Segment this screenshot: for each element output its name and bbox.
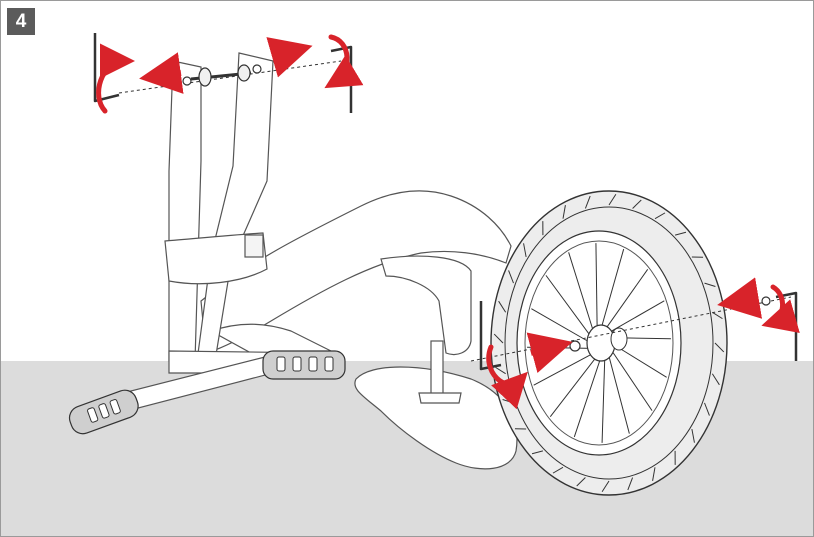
spoke (601, 355, 606, 443)
spoke (600, 248, 625, 330)
tread-mark (632, 199, 642, 209)
spoke (531, 308, 592, 344)
spoke (549, 355, 598, 417)
tread-mark (493, 333, 504, 344)
spoke (595, 243, 598, 331)
tread-mark (608, 193, 617, 206)
spoke (568, 252, 595, 334)
tread-mark (523, 243, 527, 258)
tread-mark (714, 342, 725, 353)
spoke (604, 269, 649, 331)
tread-mark (601, 480, 610, 493)
tire-treads (493, 193, 725, 493)
tread-mark (704, 282, 716, 287)
tread-mark (627, 477, 634, 491)
spoke (609, 348, 653, 411)
tread-mark (552, 466, 564, 474)
rotate-arrow-icon (96, 34, 800, 410)
tread-mark (691, 428, 695, 443)
tread-mark (531, 450, 544, 455)
rear-wheel (490, 190, 728, 496)
front-fork (164, 52, 332, 374)
tread-mark (508, 270, 514, 284)
spoke (573, 356, 602, 438)
tread-mark (562, 205, 566, 219)
tread-mark (498, 300, 507, 313)
tread-mark (652, 467, 656, 481)
tread-mark (711, 373, 720, 386)
tread-mark (576, 477, 586, 487)
direction-arrow-icon (139, 37, 763, 374)
step-number-badge: 4 (7, 8, 35, 35)
spoke (607, 352, 630, 434)
tread-mark (584, 195, 591, 209)
tread-mark (704, 402, 710, 416)
handlebar (68, 350, 346, 435)
spoke (545, 275, 593, 338)
tread-mark (674, 231, 687, 236)
tread-mark (654, 212, 666, 220)
